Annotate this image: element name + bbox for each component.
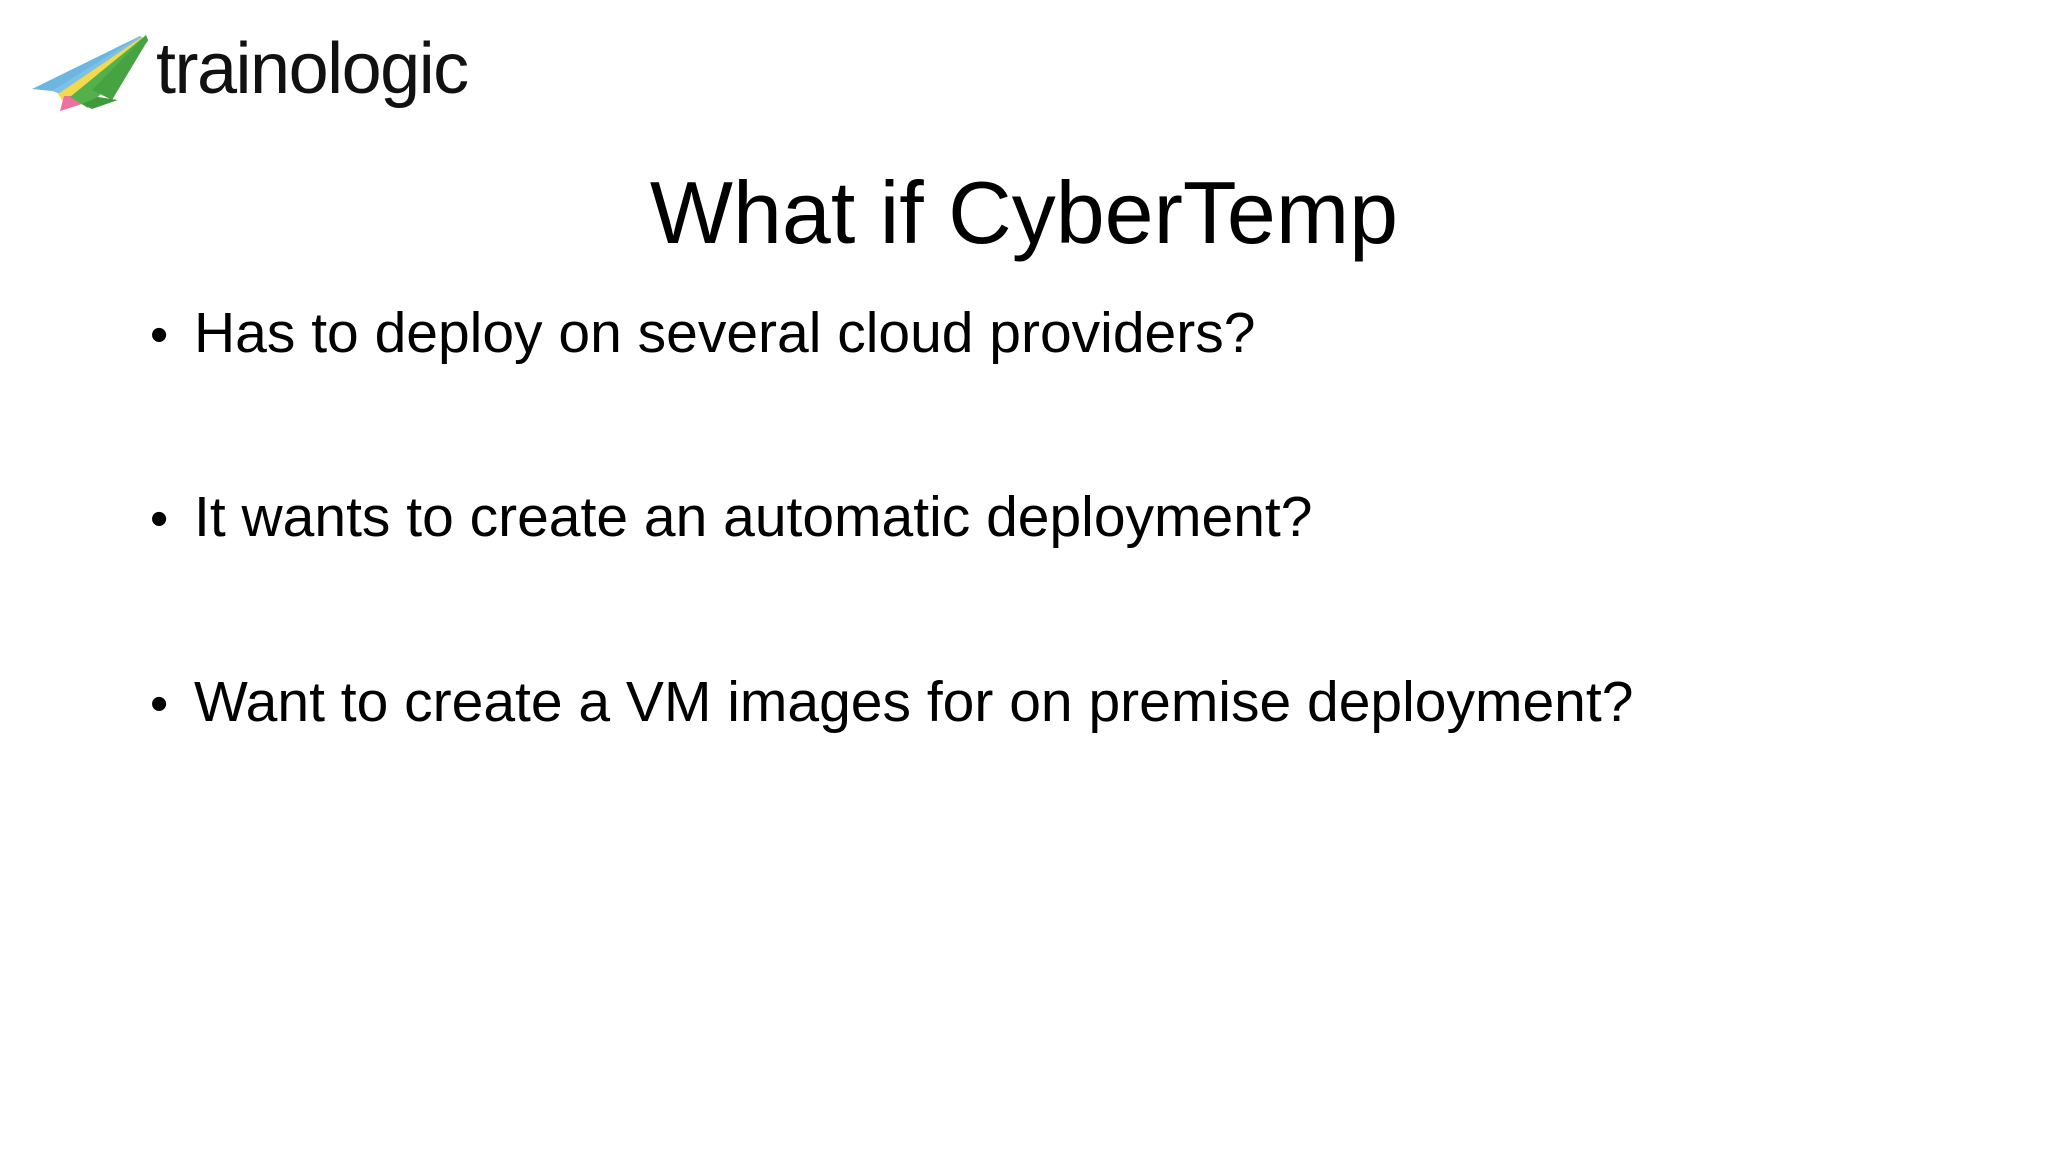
bullet-marker-icon: • (150, 306, 169, 364)
brand-logo: trainologic (22, 29, 469, 116)
bullet-list: • Has to deploy on several cloud provide… (150, 300, 1928, 736)
bullet-item-2: • It wants to create an automatic deploy… (150, 484, 1928, 551)
paper-plane-icon (32, 35, 148, 111)
bullet-item-1: • Has to deploy on several cloud provide… (150, 300, 1928, 367)
bullet-item-3: • Want to create a VM images for on prem… (150, 669, 1928, 736)
bullet-marker-icon: • (150, 674, 169, 733)
bullet-marker-icon: • (150, 490, 169, 549)
bullet-text-3: Want to create a VM images for on premis… (194, 669, 1634, 734)
slide-title: What if CyberTemp (649, 162, 1399, 262)
bullet-text-2: It wants to create an automatic deployme… (194, 485, 1313, 550)
bullet-text-1: Has to deploy on several cloud providers… (194, 301, 1256, 365)
logo-wordmark: trainologic (156, 29, 469, 109)
